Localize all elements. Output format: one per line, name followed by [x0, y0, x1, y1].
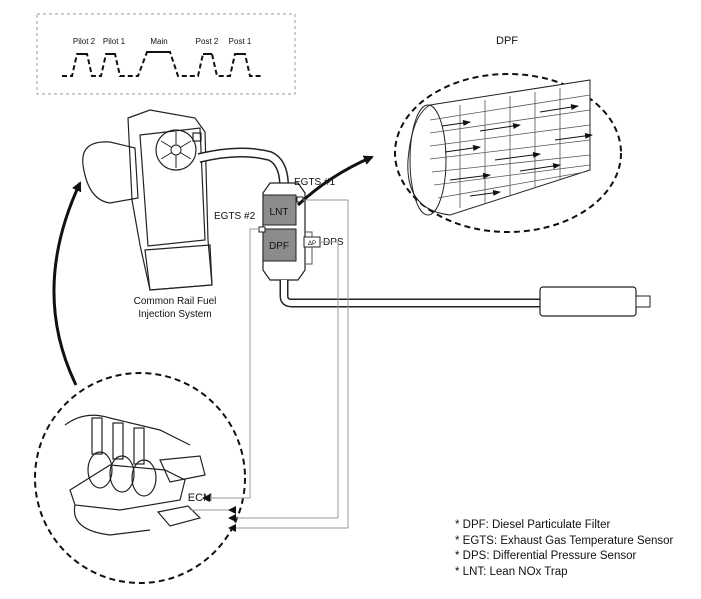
- egts2-label: EGTS #2: [214, 211, 256, 222]
- ecm-zoom-circle: [34, 372, 246, 584]
- engine-label-line1: Common Rail Fuel: [134, 296, 217, 307]
- aftertreatment-canister: LNT DPF EGTS #1 EGTS #2 ΔP DPS: [214, 177, 344, 281]
- pulse-label-pilot2: Pilot 2: [73, 37, 96, 46]
- legend-item-dps: * DPS: Differential Pressure Sensor: [455, 550, 637, 562]
- oil-pan: [144, 244, 213, 291]
- dpf-cutaway: [407, 79, 591, 216]
- delta-p-label: ΔP: [308, 241, 316, 247]
- pulse-label-post1: Post 1: [229, 37, 252, 46]
- pulse-label-main: Main: [150, 37, 167, 46]
- pulse-label-post2: Post 2: [196, 37, 219, 46]
- dps-hoses: [305, 231, 313, 265]
- pulse-label-pilot1: Pilot 1: [103, 37, 126, 46]
- exhaust-pipe-inner: [198, 148, 288, 184]
- fuel-rail-illustration: [64, 414, 206, 536]
- turbo-housing: [82, 141, 139, 204]
- turbo-hub: [170, 144, 182, 156]
- abbreviation-legend: * DPF: Diesel Particulate Filter * EGTS:…: [455, 518, 673, 580]
- turbo-actuator: [192, 132, 202, 142]
- legend-item-dpf: * DPF: Diesel Particulate Filter: [455, 519, 611, 531]
- engine-illustration: Common Rail Fuel Injection System: [82, 109, 217, 320]
- wire-egts2: [205, 228, 260, 499]
- arrow-to-dpf-zoom: [296, 155, 374, 207]
- arrow-to-engine: [52, 181, 82, 386]
- dpf-face: [409, 104, 447, 216]
- egts1-label: EGTS #1: [294, 177, 336, 188]
- dpf-zoom-circle: [394, 73, 622, 233]
- lnt-block: [262, 194, 297, 226]
- lnt-label: LNT: [270, 207, 289, 218]
- engine-block: [127, 109, 213, 291]
- wire-egts1: [230, 199, 349, 529]
- dpf-zoom-view: DPF: [394, 35, 622, 233]
- dpf-zoom-label: DPF: [496, 35, 518, 47]
- muffler: [539, 286, 637, 317]
- ecm-zoom-view: ECM: [34, 372, 246, 584]
- dpf-label: DPF: [269, 241, 289, 252]
- inset-border: [36, 13, 296, 95]
- sensor-wires: [190, 199, 349, 529]
- ecm-label: ECM: [188, 492, 212, 504]
- engine-label-line2: Injection System: [138, 309, 211, 320]
- pulse-tops: [77, 51, 245, 55]
- dpf-channels: [429, 88, 591, 208]
- dpf-flow-arrows: [441, 104, 593, 197]
- wire-dps: [230, 241, 339, 519]
- legend-item-egts: * EGTS: Exhaust Gas Temperature Sensor: [455, 534, 674, 547]
- muffler-outlet: [635, 295, 651, 308]
- tailpipe-outer: [279, 280, 540, 308]
- ecm-box: [156, 505, 202, 527]
- legend-item-lnt: * LNT: Lean NOx Trap: [455, 565, 568, 578]
- turbo-wheel: [155, 129, 197, 171]
- pulse-waveform: [62, 51, 262, 77]
- injection-pulse-inset: Pilot 2 Pilot 1 Main Post 2 Post 1: [36, 13, 296, 95]
- tailpipe-inner: [281, 280, 540, 306]
- wire-arrowheads: [202, 494, 236, 532]
- dpf-block: [262, 228, 297, 262]
